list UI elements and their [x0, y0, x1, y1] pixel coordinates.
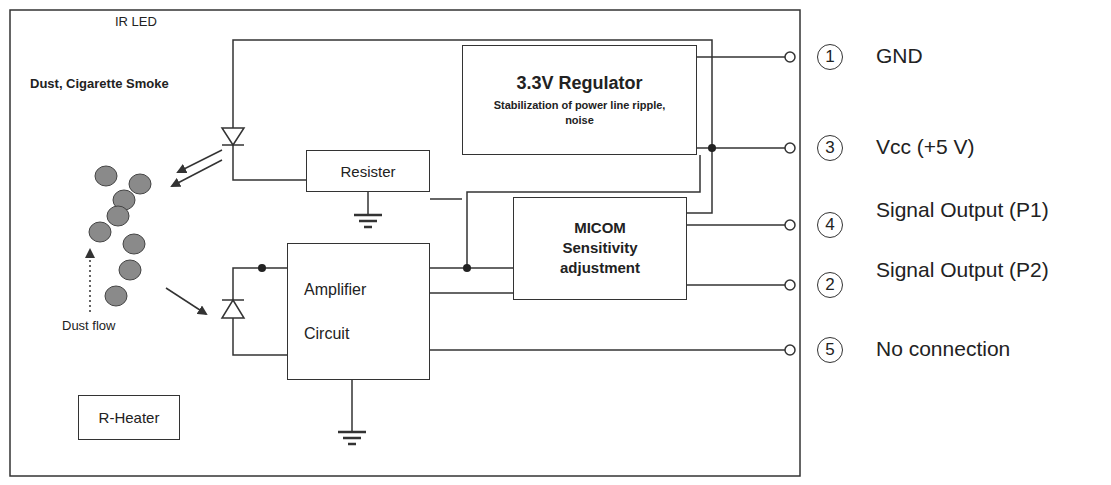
wire [430, 292, 513, 294]
box-note: Sensitivity adjustment [535, 238, 665, 279]
box-title: R-Heater [99, 409, 160, 426]
micom-box: MICOM Sensitivity adjustment [513, 197, 687, 300]
heater-box: R-Heater [78, 395, 180, 440]
pin-name: GND [876, 44, 923, 68]
sensor-housing [10, 10, 800, 476]
photodiode-symbol [222, 268, 287, 355]
flow-label: Dust flow [62, 318, 115, 333]
pin-name: Signal Output (P2) [876, 258, 1049, 282]
ground-symbol [354, 192, 382, 227]
amplifier-box: Amplifier Circuit [287, 243, 430, 380]
dust-particles [89, 166, 151, 306]
wire [430, 267, 513, 269]
pin-name: Signal Output (P1) [876, 198, 1049, 222]
box-note: Stabilization of power line ripple, nois… [492, 98, 667, 127]
pin-number: 3 [817, 135, 843, 161]
wire [430, 198, 462, 200]
resistor-box: Resister [306, 150, 430, 192]
pin-number: 2 [817, 272, 843, 298]
pin-name: Vcc (+5 V) [876, 135, 975, 159]
regulator-box: 3.3V RegulatorStabilization of power lin… [462, 45, 697, 155]
pin-name: No connection [876, 337, 1010, 361]
ground-symbol [338, 380, 366, 444]
pin-number: 4 [817, 212, 843, 238]
dust-flow-arrow [89, 250, 91, 312]
pin-number: 1 [817, 44, 843, 70]
box-title: MICOM [574, 219, 626, 236]
scatter-arrow [166, 288, 206, 314]
light-arrow [178, 150, 222, 172]
pin-number: 5 [817, 337, 843, 363]
part-name: Dust, Cigarette Smoke [30, 76, 169, 91]
ir-led-symbol [222, 40, 712, 180]
box-title: Resister [340, 163, 395, 180]
box-title: 3.3V Regulator [516, 73, 642, 94]
box-title: Amplifier Circuit [304, 268, 399, 356]
light-arrow [172, 160, 222, 186]
part-name: IR LED [115, 14, 157, 29]
terminal [785, 52, 795, 355]
